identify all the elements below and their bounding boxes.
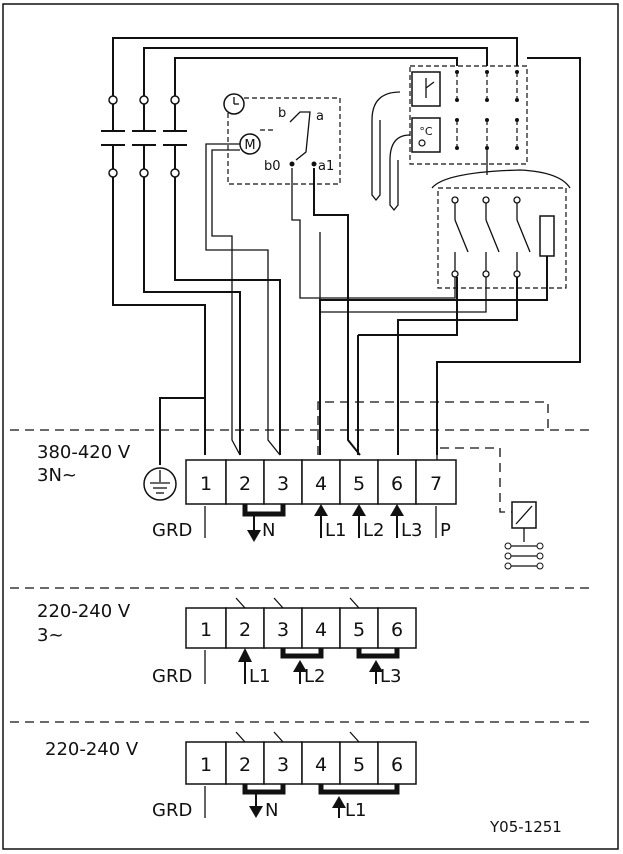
terminal-links-2 [204,648,400,684]
svg-text:3: 3 [277,473,289,495]
svg-text:1: 1 [200,754,212,776]
terminal-block-2: 1 2 3 4 5 6 [185,597,417,649]
diagram-frame [2,3,619,850]
svg-text:GRD: GRD [152,800,192,821]
terminal-block-1: 1 2 3 4 5 6 7 [185,459,457,505]
svg-text:3: 3 [277,619,289,641]
svg-text:4: 4 [315,473,327,495]
svg-text:7: 7 [430,473,442,495]
svg-text:4: 4 [315,754,327,776]
svg-text:GRD: GRD [152,666,192,687]
svg-text:a: a [316,109,324,124]
relay-coil-icon [504,501,544,570]
voltage-label: 220-240 V [45,739,139,760]
svg-text:°C: °C [419,125,433,138]
svg-text:5: 5 [353,473,365,495]
svg-text:6: 6 [391,619,403,641]
svg-text:P: P [440,520,451,541]
svg-text:1: 1 [200,473,212,495]
svg-text:L2: L2 [304,666,325,687]
wires [112,37,581,513]
terminal-links-1 [204,504,437,542]
svg-text:b: b [278,106,286,121]
phase-label: 3~ [37,625,64,646]
svg-text:5: 5 [353,754,365,776]
svg-text:1: 1 [200,619,212,641]
svg-text:M: M [244,138,255,153]
thermostat-unit: °C [371,65,528,212]
svg-text:L1: L1 [249,666,270,687]
svg-text:N: N [265,800,278,821]
terminal-links-3 [204,784,400,818]
svg-text:a1: a1 [318,159,334,174]
heating-elements [101,95,187,178]
voltage-label: 220-240 V [37,601,131,622]
svg-text:6: 6 [391,473,403,495]
reference-code: Y05-1251 [489,818,562,836]
terminal-block-3: 1 2 3 4 5 6 [185,731,417,785]
svg-text:N: N [262,520,275,541]
voltage-label: 380-420 V [37,442,131,463]
svg-text:L2: L2 [363,520,384,541]
svg-text:5: 5 [353,619,365,641]
svg-text:3: 3 [277,754,289,776]
contactor-unit [431,169,571,289]
svg-text:2: 2 [239,754,251,776]
svg-text:GRD: GRD [152,520,192,541]
svg-text:L1: L1 [325,520,346,541]
svg-text:L3: L3 [380,666,401,687]
ground-icon [143,467,177,501]
svg-text:L3: L3 [401,520,422,541]
svg-text:4: 4 [315,619,327,641]
phase-label: 3N~ [37,465,77,486]
svg-text:L1: L1 [345,800,366,821]
timer-motor-unit: M b a b0 a1 [223,93,341,185]
svg-text:2: 2 [239,473,251,495]
svg-text:b0: b0 [264,159,281,174]
svg-text:2: 2 [239,619,251,641]
svg-text:6: 6 [391,754,403,776]
